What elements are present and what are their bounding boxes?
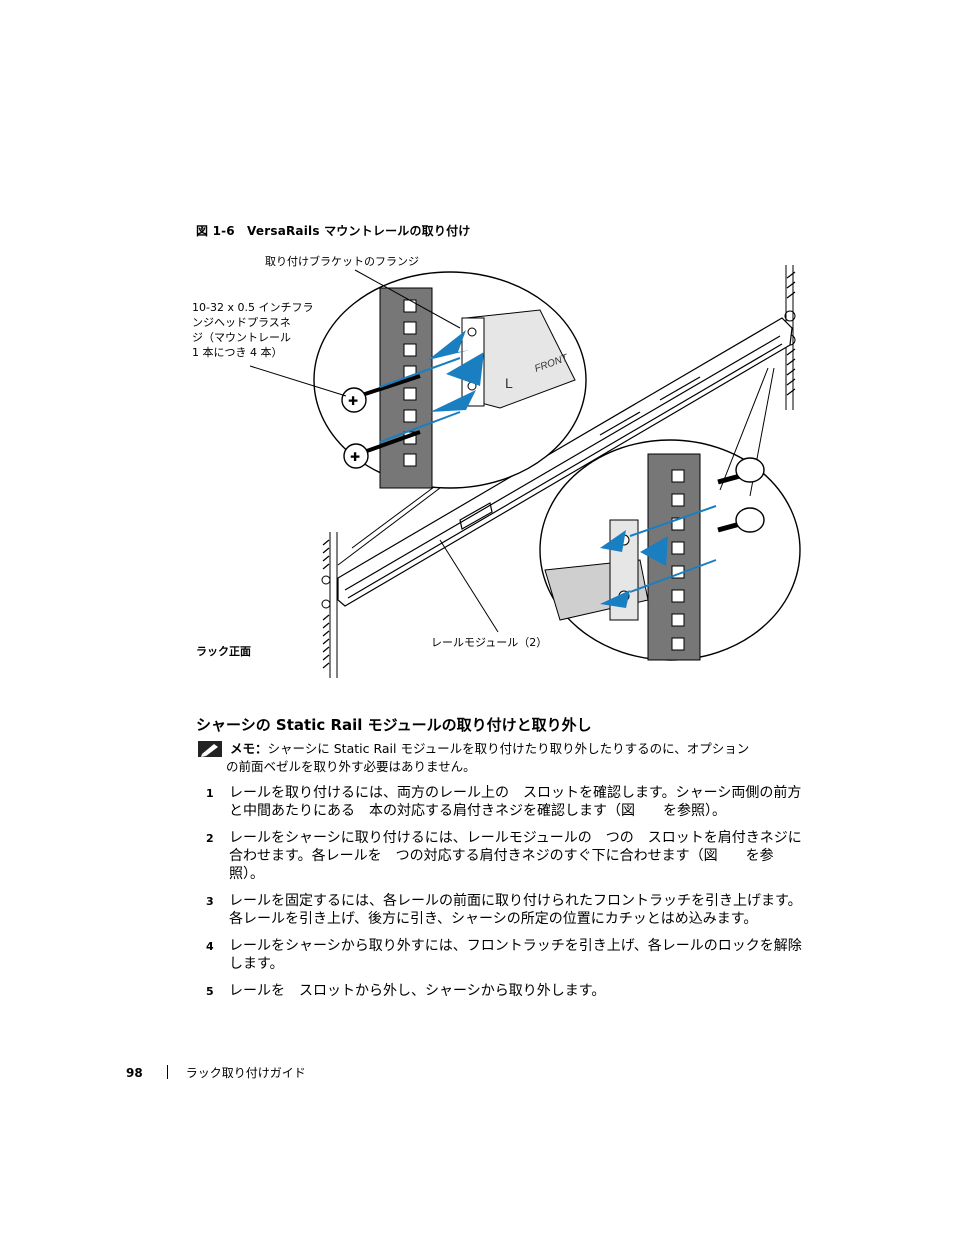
page-number: 98	[126, 1066, 143, 1080]
list-item: 3 レールを固定するには、各レールの前面に取り付けられたフロントラッチを引き上げ…	[206, 892, 808, 928]
screw-icon	[717, 507, 765, 533]
step-text: レールをシャーシから取り外すには、フロントラッチを引き上げ、各レールのロックを解…	[229, 938, 802, 972]
rail-letter-l: L	[505, 375, 513, 391]
callout-rack-front: ラック正面	[196, 645, 251, 658]
step-number: 1	[206, 787, 214, 800]
list-item: 2 レールをシャーシに取り付けるには、レールモジュールの つの スロットを肩付き…	[206, 829, 808, 883]
step-text: レールを スロットから外し、シャーシから取り外します。	[229, 983, 606, 999]
direction-arrow	[600, 530, 626, 552]
callout-bracket-flange: 取り付けブラケットのフランジ	[265, 255, 419, 268]
figure-caption: 図 1-6 VersaRails マウントレールの取り付け	[196, 224, 471, 238]
rail-mounting-illustration: FRONT L ✚ ✚	[249, 265, 801, 678]
step-text: レールを固定するには、各レールの前面に取り付けられたフロントラッチを引き上げます…	[229, 893, 802, 927]
zoom-circle-right	[539, 367, 801, 661]
step-text: レールをシャーシに取り付けるには、レールモジュールの つの スロットを肩付きネジ…	[229, 830, 802, 882]
direction-arrow	[600, 590, 630, 608]
direction-arrow	[640, 536, 668, 566]
note-label: メモ：	[230, 741, 268, 756]
list-item: 5 レールを スロットから外し、シャーシから取り外します。	[206, 982, 808, 1000]
leader-lines	[249, 269, 499, 633]
footer-title: ラック取り付けガイド	[185, 1066, 306, 1080]
callout-screws-line: ンジヘッドプラスネ	[192, 316, 291, 329]
direction-arrow	[428, 330, 470, 360]
svg-text:✚: ✚	[348, 394, 358, 408]
screw-icon	[717, 457, 765, 485]
note-text: シャーシに Static Rail モジュールを取り付けたり取り外したりするのに…	[267, 741, 750, 756]
step-number: 2	[206, 832, 214, 845]
step-number: 4	[206, 940, 214, 953]
screw-icon: ✚	[341, 374, 421, 413]
callout-rail-module: レールモジュール（2）	[431, 636, 548, 649]
pencil-note-icon	[198, 741, 222, 757]
rail-module	[337, 317, 793, 607]
section-title: シャーシの Static Rail モジュールの取り付けと取り外し	[196, 716, 592, 734]
screw-icon: ✚	[343, 430, 421, 469]
direction-arrow	[446, 352, 484, 386]
steps-list: 1 レールを取り付けるには、両方のレール上の スロットを確認します。シャーシ両側…	[206, 784, 808, 1009]
callout-screws: 10-32 x 0.5 インチフラ ンジヘッドプラスネ ジ（マウントレール 1 …	[192, 300, 313, 360]
list-item: 4 レールをシャーシから取り外すには、フロントラッチを引き上げ、各レールのロック…	[206, 937, 808, 973]
step-text: レールを取り付けるには、両方のレール上の スロットを確認します。シャーシ両側の前…	[229, 785, 802, 819]
zoom-circle-left: FRONT L ✚ ✚	[313, 271, 587, 566]
direction-arrow	[430, 390, 476, 412]
step-number: 3	[206, 895, 214, 908]
list-item: 1 レールを取り付けるには、両方のレール上の スロットを確認します。シャーシ両側…	[206, 784, 808, 820]
rack-post-left	[321, 532, 338, 678]
callout-screws-line: ジ（マウントレール	[192, 331, 291, 344]
page-footer: 98 ラック取り付けガイド	[126, 1064, 306, 1081]
note-text-continued: の前面ベゼルを取り外す必要はありません。	[226, 759, 476, 774]
svg-text:✚: ✚	[350, 450, 360, 464]
footer-separator	[166, 1065, 168, 1079]
callout-screws-line: 10-32 x 0.5 インチフラ	[192, 301, 314, 314]
callout-screws-line: 1 本につき 4 本）	[192, 346, 283, 359]
note-block: メモ：シャーシに Static Rail モジュールを取り付けたり取り外したりす…	[198, 740, 808, 776]
step-number: 5	[206, 985, 214, 998]
